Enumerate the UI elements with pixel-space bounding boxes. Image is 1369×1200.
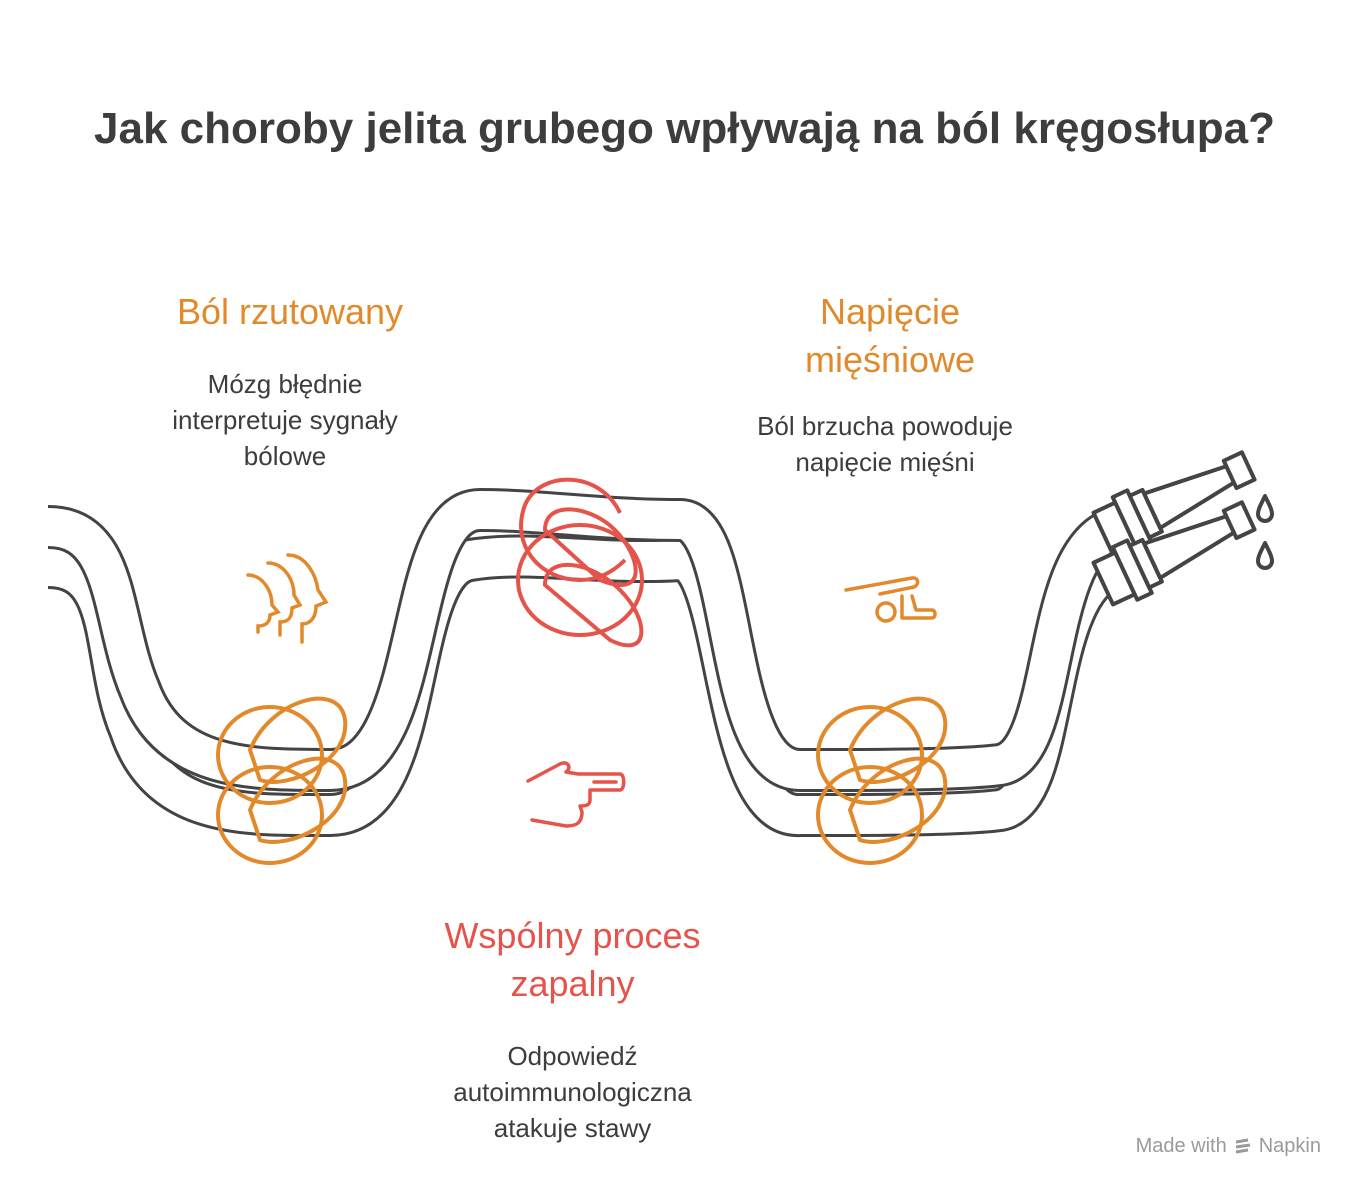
section-description-napiecie-miesniowe: Ból brzucha powoduje napięcie mięśni: [757, 411, 1013, 477]
nozzles: [1091, 450, 1274, 607]
section-heading-bol-rzutowany: Ból rzutowany: [176, 291, 404, 332]
section-heading-napiecie-miesniowe: Napięcie mięśniowe: [804, 291, 976, 380]
water-drop-icon: [1256, 541, 1274, 570]
section-description-wspolny-proces-zapalny: Odpowiedź autoimmunologiczna atakuje sta…: [453, 1041, 692, 1143]
hoses: [46, 487, 1122, 838]
made-with-label: Made with: [1135, 1135, 1227, 1157]
napkin-brand-label: Napkin: [1258, 1135, 1321, 1157]
knot-left-icon: [216, 696, 348, 865]
knot-right-icon: [816, 696, 948, 865]
water-drop-icon: [1256, 494, 1274, 523]
section-heading-wspolny-proces-zapalny: Wspólny proces zapalny: [444, 915, 701, 1004]
napkin-logo-icon: [1235, 1138, 1250, 1153]
napkin-watermark: Made with Napkin: [1136, 1135, 1321, 1158]
page-title: Jak choroby jelita grubego wpływają na b…: [94, 104, 1275, 153]
nozzle-lower-icon: [1091, 500, 1257, 607]
section-description-bol-rzutowany: Mózg błędnie interpretuje sygnały bólowe: [172, 369, 398, 471]
faces-profile-icon: [246, 553, 329, 644]
pointing-hand-icon: [526, 761, 626, 828]
nozzle-upper-icon: [1091, 450, 1257, 557]
person-swimming-icon: [844, 576, 937, 623]
knot-center-icon: [516, 477, 644, 648]
